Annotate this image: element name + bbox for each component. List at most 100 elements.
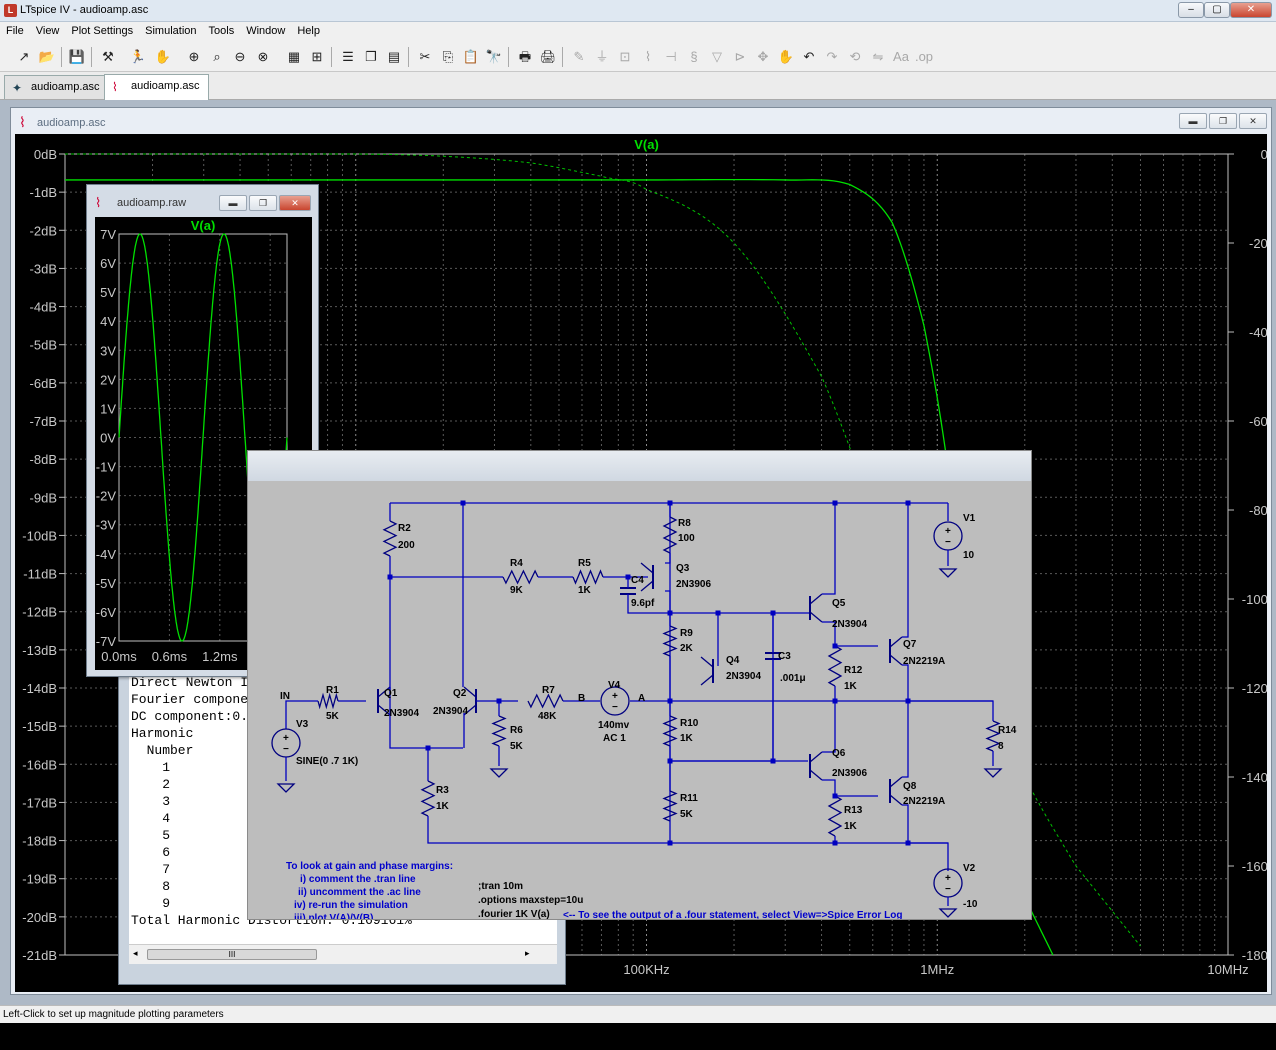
transistor	[377, 704, 391, 716]
y2-tick-label: -20°	[1249, 236, 1267, 251]
part-label: R6	[510, 725, 523, 736]
close-button[interactable]: ✕	[1239, 113, 1267, 129]
cascade-icon[interactable]: ❐	[365, 49, 377, 64]
ground-symbol	[983, 768, 1003, 778]
log-line: Direct Newton I	[131, 675, 249, 690]
print-icon[interactable]: 🖨	[539, 49, 557, 64]
resistor[interactable]	[382, 520, 398, 557]
status-bar: Left-Click to set up magnitude plotting …	[0, 1005, 1276, 1023]
schematic-comment: iii) plot V(A)/V(B)	[294, 913, 373, 919]
part-label: 1K	[680, 733, 694, 744]
resistor[interactable]	[572, 569, 604, 585]
zoom-in-icon[interactable]: ⊕	[188, 49, 200, 64]
part-label: V3	[296, 719, 309, 730]
junction	[667, 610, 673, 616]
menu-file[interactable]: File	[6, 25, 24, 37]
y-tick-label: 2V	[100, 372, 116, 387]
menu-simulation[interactable]: Simulation	[145, 25, 197, 37]
schematic-canvas[interactable]: +−+−+−+−R2200R49KR51KC49.6pfR8100Q32N390…	[248, 481, 1031, 919]
y-tick-label: -15dB	[22, 719, 57, 734]
resistor[interactable]	[827, 795, 843, 837]
find-icon[interactable]: 🔭	[485, 49, 503, 64]
y-tick-label: -5V	[96, 576, 117, 591]
menu-bar: File View Plot Settings Simulation Tools Wind…	[0, 22, 1276, 42]
menu-help[interactable]: Help	[297, 25, 320, 37]
cut-icon[interactable]: ✂	[419, 49, 431, 64]
spice-directive-icon: .op	[914, 49, 934, 64]
run-icon[interactable]: 🏃	[129, 49, 147, 64]
junction	[625, 574, 631, 580]
tab-schematic[interactable]: ✦audioamp.asc	[4, 75, 109, 99]
waveform-icon: ⌇	[19, 114, 26, 130]
tile-vertical-icon[interactable]: ▤	[387, 49, 401, 64]
menu-view[interactable]: View	[35, 25, 60, 37]
part-label: 5K	[326, 711, 340, 722]
restore-button[interactable]: ❐	[1209, 113, 1237, 129]
zoom-fit-icon[interactable]: ⊗	[257, 49, 269, 64]
resistor[interactable]	[662, 625, 678, 657]
resistor[interactable]	[662, 790, 678, 822]
maximize-button[interactable]: ▢	[1204, 2, 1230, 18]
tile-horizontal-icon[interactable]: ☰	[342, 49, 354, 64]
log-line: 4	[131, 811, 171, 826]
junction	[832, 698, 838, 704]
scroll-right-icon[interactable]: ▸	[525, 948, 530, 958]
minimize-button[interactable]: –	[1178, 2, 1204, 18]
paste-icon[interactable]: 📋	[462, 49, 480, 64]
halt-icon[interactable]: ✋	[154, 49, 172, 64]
resistor[interactable]	[527, 693, 564, 709]
part-label: 2N2219A	[903, 656, 945, 667]
copy-icon[interactable]: ⎘	[442, 49, 454, 64]
scroll-left-icon[interactable]: ◂	[133, 948, 138, 958]
menu-plot-settings[interactable]: Plot Settings	[71, 25, 134, 37]
resistor[interactable]	[827, 645, 843, 687]
zoom-extents-icon[interactable]: ⊞	[311, 49, 323, 64]
autorange-icon[interactable]: ▦	[287, 49, 301, 64]
part-label: 2K	[680, 643, 694, 654]
part-label: SINE(0 .7 1K)	[296, 756, 358, 767]
wire	[427, 816, 670, 844]
resistor[interactable]	[662, 715, 678, 747]
schematic-comment: <-- To see the output of a .four stateme…	[563, 910, 902, 919]
resistor[interactable]	[491, 715, 507, 747]
junction	[832, 500, 838, 506]
drag-icon: ✋	[777, 49, 795, 64]
menu-tools[interactable]: Tools	[208, 25, 235, 37]
resistor[interactable]	[985, 720, 1001, 752]
save-icon[interactable]: 💾	[68, 49, 86, 64]
print-setup-icon[interactable]: 🖶	[518, 49, 532, 64]
part-label: R7	[542, 685, 555, 696]
zoom-pan-icon[interactable]: ⌕	[213, 49, 221, 64]
minimize-button[interactable]: ▬	[219, 195, 247, 211]
wire	[902, 503, 909, 638]
y2-tick-label: -120°	[1242, 681, 1267, 696]
spice-directive: .options maxstep=10u	[478, 895, 583, 906]
tab-waveform[interactable]: ⌇audioamp.asc	[104, 74, 209, 100]
wire	[669, 503, 948, 844]
close-button[interactable]: ✕	[279, 195, 311, 211]
undo-icon[interactable]: ↶	[803, 49, 815, 64]
resistor[interactable]	[662, 516, 678, 554]
control-panel-icon[interactable]: ⚒	[102, 49, 114, 64]
zoom-out-icon[interactable]: ⊖	[234, 49, 246, 64]
menu-window[interactable]: Window	[246, 25, 286, 37]
resistor[interactable]	[420, 780, 436, 817]
wire	[902, 664, 909, 701]
horizontal-scrollbar[interactable]: ◂ III ▸	[129, 944, 557, 964]
resistor[interactable]	[317, 692, 339, 710]
resistor-icon: ⌇	[644, 49, 652, 64]
minimize-button[interactable]: ▬	[1179, 113, 1207, 129]
scroll-thumb[interactable]: III	[147, 949, 317, 960]
close-button[interactable]: ✕	[1230, 2, 1272, 18]
wire	[389, 556, 503, 578]
wire	[908, 700, 994, 721]
y2-tick-label: -100°	[1242, 592, 1267, 607]
voltage-source[interactable]	[600, 686, 630, 716]
open-folder-icon[interactable]: 📂	[38, 49, 56, 64]
resistor[interactable]	[502, 569, 539, 585]
new-schematic-icon[interactable]: ↗	[18, 49, 30, 64]
restore-button[interactable]: ❐	[249, 195, 277, 211]
log-line: Fourier compone	[131, 692, 249, 707]
part-label: 9.6pf	[631, 598, 655, 609]
